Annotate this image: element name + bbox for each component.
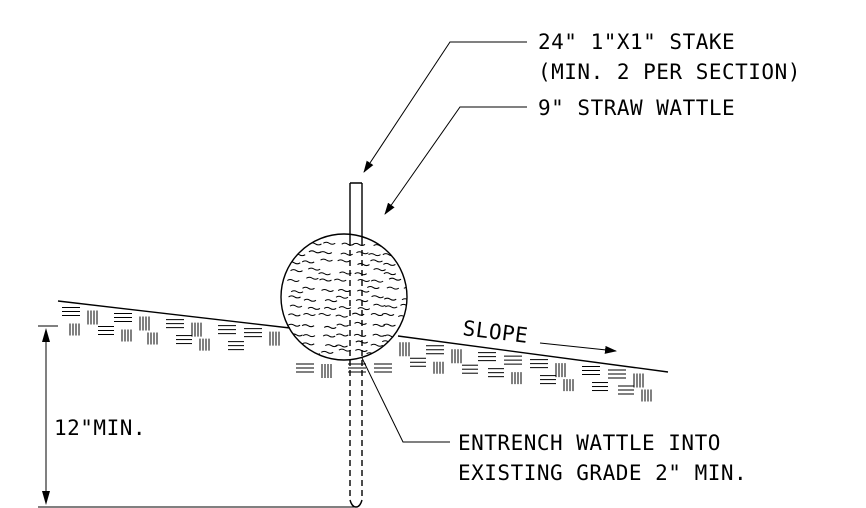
depth-label: 12"MIN. bbox=[54, 416, 146, 440]
straw-texture bbox=[286, 240, 407, 357]
stake-tip bbox=[349, 499, 363, 508]
slope-arrow bbox=[539, 342, 617, 354]
stake-label-line1: 24" 1"X1" STAKE bbox=[538, 30, 735, 54]
dimension-arrow-bottom bbox=[42, 491, 50, 505]
stake-above-grade bbox=[349, 182, 363, 240]
wattle-leader-line bbox=[384, 106, 527, 215]
wattle-label: 9" STRAW WATTLE bbox=[538, 96, 735, 120]
entrench-leader-line bbox=[361, 357, 450, 443]
ground-surface-line bbox=[57, 300, 669, 373]
entrench-label-line2: EXISTING GRADE 2" MIN. bbox=[458, 461, 747, 485]
slope-label: SLOPE bbox=[461, 316, 529, 348]
entrench-label-line1: ENTRENCH WATTLE INTO bbox=[458, 431, 721, 455]
straw-wattle-circle bbox=[280, 233, 408, 361]
ground-hatching bbox=[62, 306, 652, 402]
stake-leader-line bbox=[363, 41, 527, 173]
stake-label-line2: (MIN. 2 PER SECTION) bbox=[538, 60, 801, 84]
dimension-arrow-top bbox=[42, 328, 50, 342]
stake-embedded-dashed bbox=[349, 240, 363, 500]
